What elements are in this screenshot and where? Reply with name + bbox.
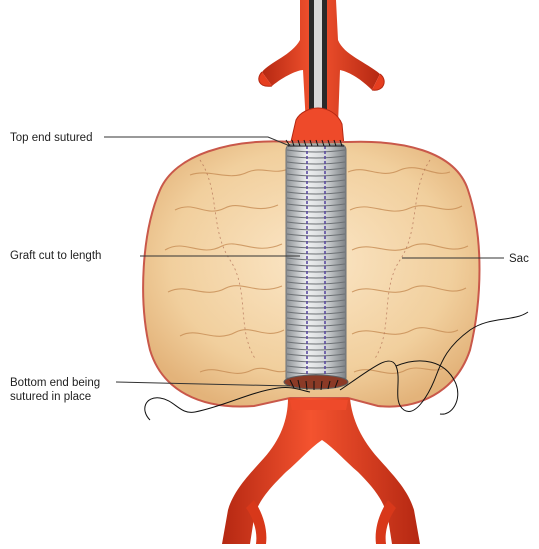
label-top-end-sutured: Top end sutured: [10, 131, 92, 145]
label-bottom-end-sutured: Bottom end being sutured in place: [10, 376, 100, 404]
graft-tube: [284, 144, 348, 389]
label-graft-cut-to-length: Graft cut to length: [10, 249, 101, 263]
catheter: [309, 0, 327, 120]
label-bottom-line-2: sutured in place: [10, 390, 100, 404]
label-sac: Sac: [509, 252, 529, 266]
label-bottom-line-1: Bottom end being: [10, 376, 100, 390]
lower-aorta: [222, 398, 420, 544]
